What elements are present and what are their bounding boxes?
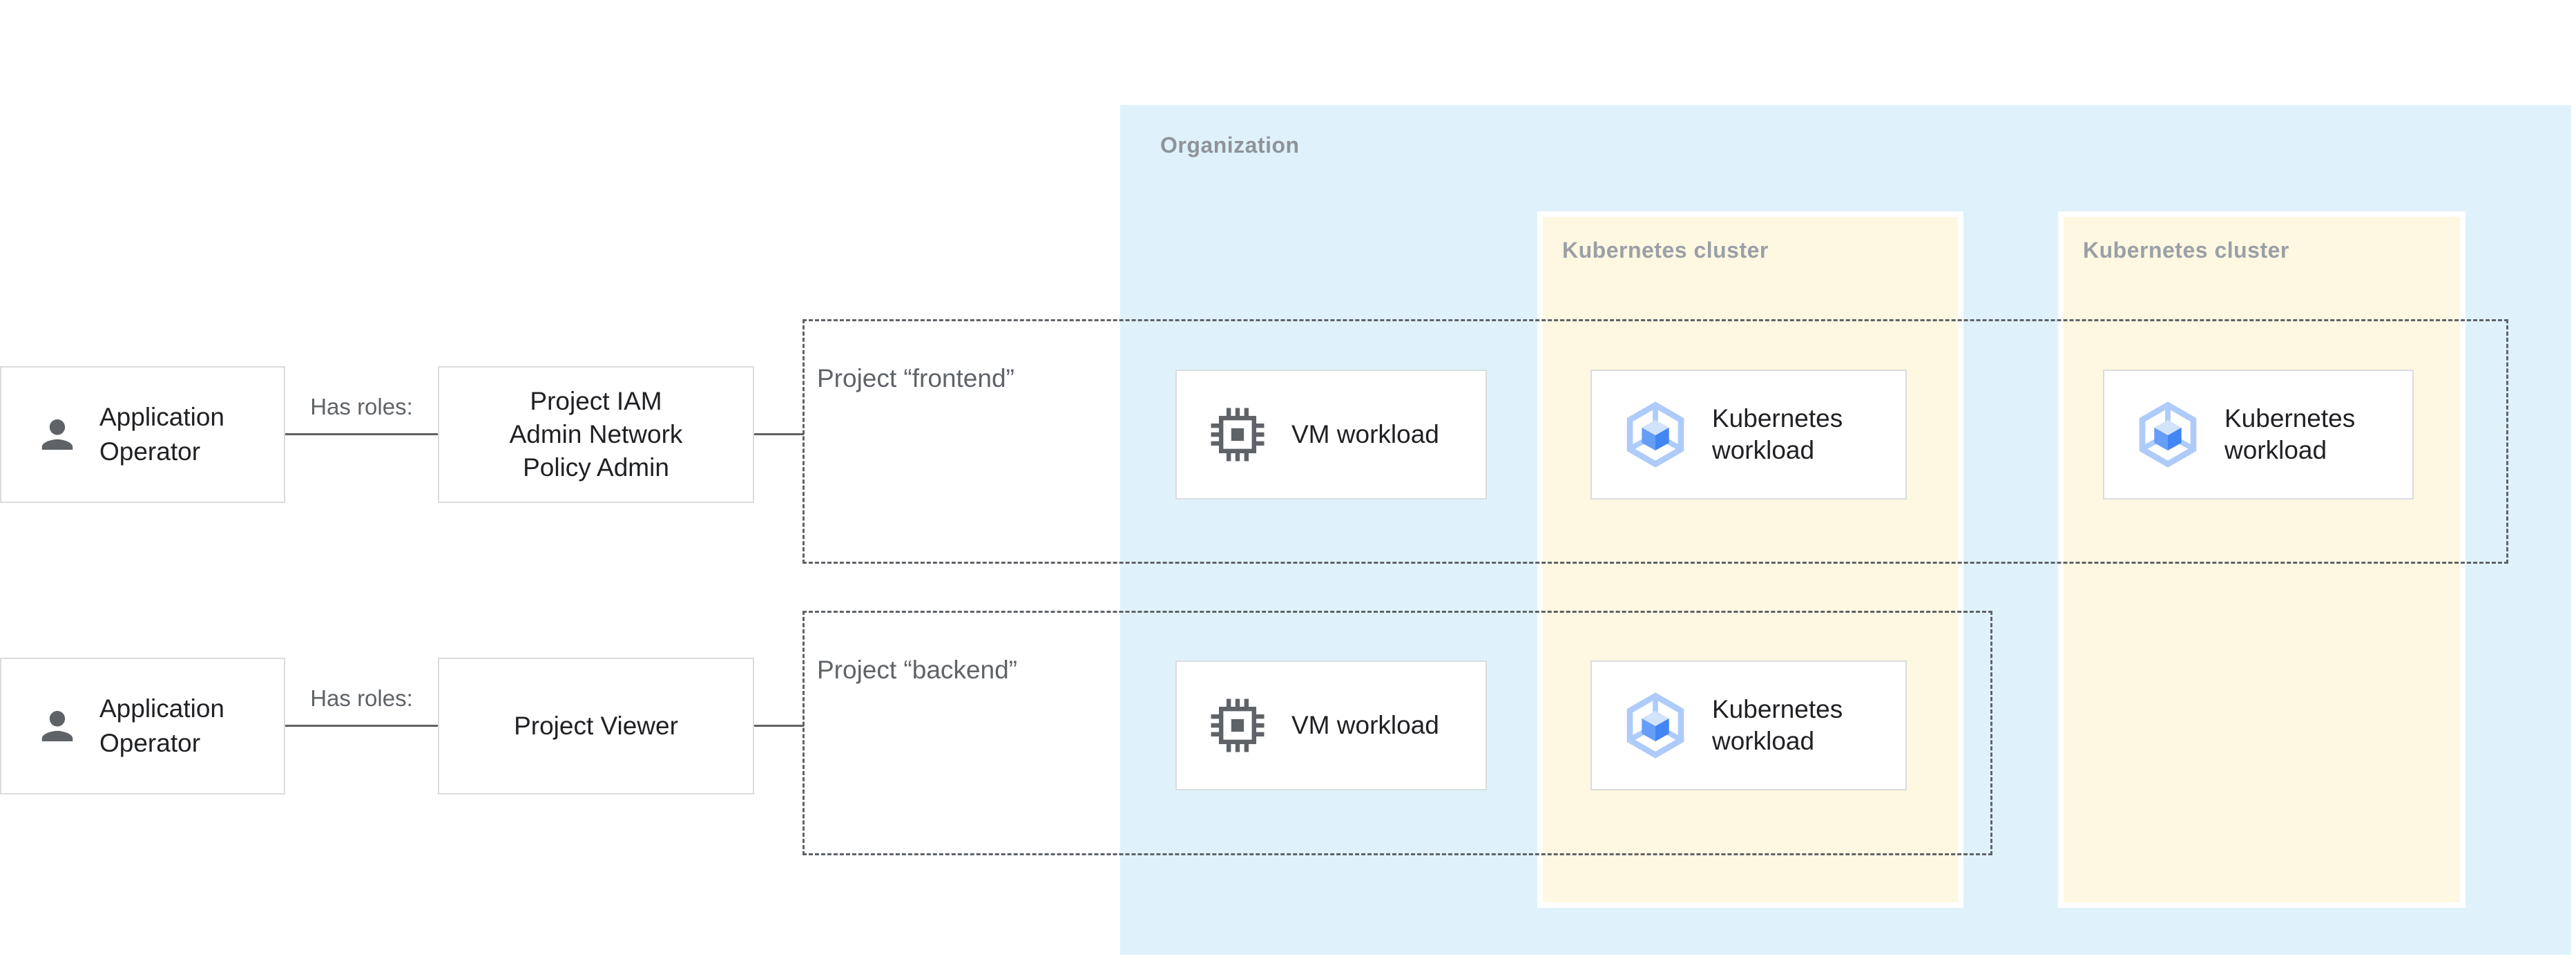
application-operator-2: Application Operator	[0, 658, 285, 795]
project-frontend-boundary: Project “frontend”	[802, 319, 2508, 564]
vm-workload-backend: VM workload	[1175, 660, 1487, 790]
kubernetes-workload-label: Kubernetes workload	[2224, 404, 2356, 464]
gke-icon	[1626, 692, 1684, 759]
project-backend-label: Project “backend”	[817, 656, 1017, 684]
connector-operator1-role1	[285, 433, 438, 435]
organization-label: Organization	[1160, 133, 1300, 158]
kubernetes-cluster-2-label: Kubernetes cluster	[2083, 238, 2289, 263]
vm-workload-frontend: VM workload	[1175, 370, 1487, 500]
role-box-project-viewer: Project Viewer	[438, 658, 754, 795]
kubernetes-workload-frontend-cluster1: Kubernetes workload	[1590, 370, 1907, 500]
has-roles-label-2: Has roles:	[310, 685, 413, 711]
connector-role1-frontend	[754, 433, 804, 435]
role-box-project-viewer-label: Project Viewer	[514, 712, 678, 740]
person-icon	[41, 419, 73, 450]
application-operator-1-label: Application Operator	[99, 403, 225, 466]
kubernetes-cluster-2: Kubernetes cluster	[2058, 211, 2466, 908]
gke-icon	[2139, 401, 2197, 468]
application-operator-1: Application Operator	[0, 366, 285, 503]
kubernetes-workload-frontend-cluster2: Kubernetes workload	[2103, 370, 2414, 500]
vm-workload-label: VM workload	[1291, 711, 1439, 739]
vm-workload-label: VM workload	[1291, 420, 1439, 448]
project-frontend-label: Project “frontend”	[817, 364, 1015, 392]
kubernetes-cluster-1: Kubernetes cluster	[1537, 211, 1963, 908]
kubernetes-workload-backend-cluster1: Kubernetes workload	[1590, 660, 1907, 790]
person-icon	[41, 711, 73, 741]
vm-chip-icon	[1211, 408, 1265, 462]
connector-role2-backend	[754, 725, 804, 727]
kubernetes-workload-label: Kubernetes workload	[1712, 404, 1843, 464]
gke-icon	[1626, 401, 1684, 468]
application-operator-2-label: Application Operator	[99, 694, 225, 757]
role-box-iam-admin: Project IAM Admin Network Policy Admin	[438, 366, 754, 503]
has-roles-label-1: Has roles:	[310, 394, 413, 419]
role-box-iam-admin-label: Project IAM Admin Network Policy Admin	[509, 387, 683, 482]
kubernetes-workload-label: Kubernetes workload	[1712, 695, 1843, 755]
project-backend-boundary: Project “backend”	[802, 611, 1992, 855]
connector-operator2-role2	[285, 725, 438, 727]
kubernetes-cluster-1-label: Kubernetes cluster	[1562, 238, 1769, 263]
vm-chip-icon	[1211, 698, 1265, 752]
